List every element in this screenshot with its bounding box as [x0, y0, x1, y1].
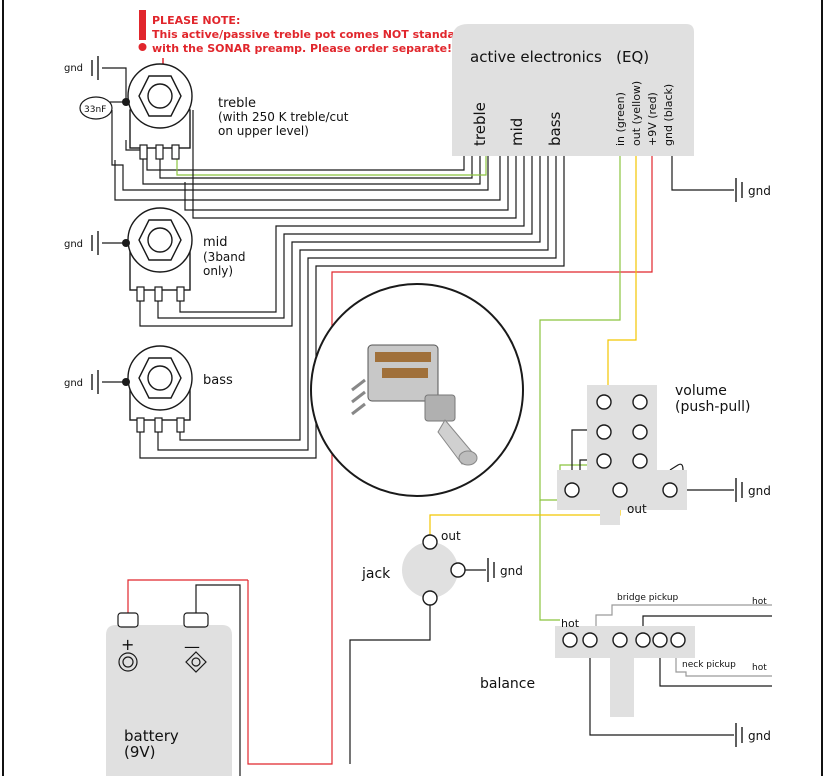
eq-ground: gnd	[735, 178, 771, 202]
eq-gnd-label: gnd	[748, 184, 771, 198]
balance-hot-label: hot	[561, 617, 580, 630]
battery-label: battery	[124, 727, 179, 745]
neck-hot-label: hot	[752, 663, 767, 673]
pot-photo	[310, 283, 524, 497]
mid-gnd-label: gnd	[64, 239, 83, 250]
eq-control-bass: bass	[546, 111, 564, 146]
capacitor-label: 33nF	[84, 105, 106, 115]
eq-control-mid: mid	[508, 118, 526, 146]
neck-pickup-label: neck pickup	[682, 660, 736, 670]
exclamation-icon	[138, 10, 147, 51]
bass-label: bass	[203, 373, 233, 388]
balance-pot: hot bridge pickup hot neck pickup hot ba…	[480, 593, 771, 747]
treble-label: treble	[218, 96, 256, 111]
potentiometer-illustration	[351, 344, 478, 466]
volume-sub-label: (push-pull)	[675, 399, 750, 415]
eq-conn-9v: +9V (red)	[646, 92, 659, 146]
bridge-pickup-label: bridge pickup	[617, 593, 679, 603]
volume-out-label: out	[627, 502, 647, 516]
eq-module: active electronics (EQ) treble mid bass …	[452, 24, 694, 156]
eq-control-treble: treble	[471, 102, 489, 146]
eq-conn-gnd: gnd (black)	[662, 84, 675, 146]
treble-gnd-label: gnd	[64, 63, 83, 74]
notice-line-2: with the SONAR preamp. Please order sepa…	[152, 42, 452, 55]
eq-conn-out: out (yellow)	[630, 81, 643, 146]
mid-pot: mid (3band only) gnd	[64, 207, 246, 302]
notice-title: PLEASE NOTE:	[152, 14, 240, 27]
output-jack: jack out gnd	[361, 529, 523, 606]
jack-out-label: out	[441, 529, 461, 543]
bass-gnd-label: gnd	[64, 378, 83, 389]
notice: PLEASE NOTE: This active/passive treble …	[138, 10, 468, 90]
mid-sub-2: only)	[203, 264, 233, 278]
jack-label: jack	[361, 566, 391, 582]
eq-conn-in: in (green)	[614, 92, 627, 146]
jack-gnd-label: gnd	[500, 564, 523, 578]
mid-label: mid	[203, 235, 228, 250]
treble-sub-2: on upper level)	[218, 124, 309, 138]
battery-plus-label: +	[121, 635, 134, 654]
balance-label: balance	[480, 676, 535, 692]
volume-label: volume	[675, 383, 727, 399]
bass-pot: bass gnd	[64, 345, 233, 433]
battery-voltage-label: (9V)	[124, 743, 156, 761]
treble-sub-1: (with 250 K treble/cut	[218, 110, 349, 124]
volume-pot: volume (push-pull) out gnd	[557, 383, 771, 525]
eq-title: active electronics (EQ)	[470, 48, 649, 66]
treble-pot: treble (with 250 K treble/cut on upper l…	[64, 56, 349, 160]
bridge-hot-label: hot	[752, 597, 767, 607]
mid-sub-1: (3band	[203, 250, 246, 264]
balance-gnd-label: gnd	[748, 729, 771, 743]
notice-line-1: This active/passive treble pot comes NOT…	[152, 28, 468, 41]
battery: + — battery (9V)	[106, 612, 232, 776]
volume-gnd-label: gnd	[748, 484, 771, 498]
